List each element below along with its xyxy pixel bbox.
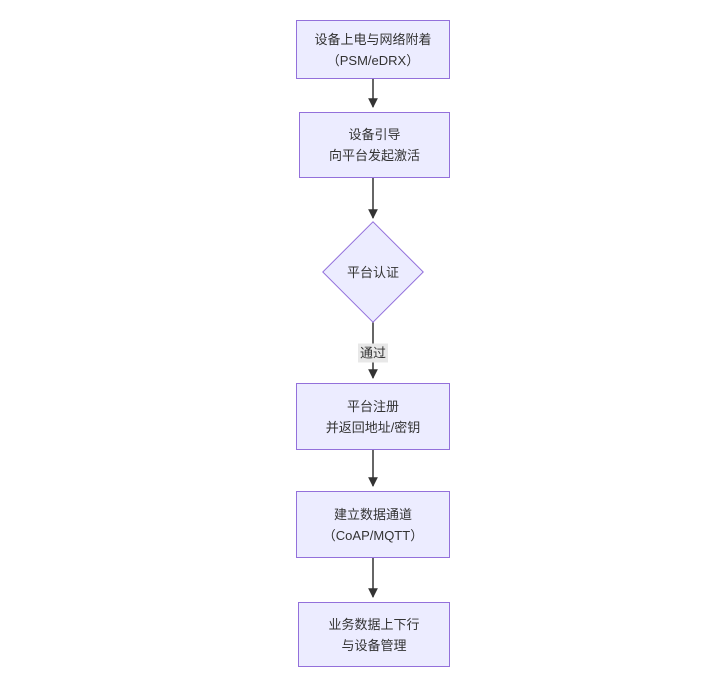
edge-label-pass: 通过 bbox=[357, 343, 389, 363]
node-label-line: 设备上电与网络附着 bbox=[314, 31, 432, 47]
node-label-line: 与设备管理 bbox=[341, 637, 407, 653]
node-business-data: 业务数据上下行 与设备管理 bbox=[298, 602, 450, 667]
decision-platform-auth-label: 平台认证 bbox=[346, 265, 399, 280]
node-label-line: 向平台发起激活 bbox=[328, 148, 420, 163]
node-power-attach: 设备上电与网络附着 （PSM/eDRX） bbox=[296, 20, 450, 79]
node-label-line: 建立数据通道 bbox=[333, 506, 412, 522]
node-data-channel: 建立数据通道 （CoAP/MQTT） bbox=[296, 491, 450, 558]
node-label-line: 并返回地址/密钥 bbox=[325, 419, 421, 435]
node-platform-register: 平台注册 并返回地址/密钥 bbox=[296, 383, 450, 450]
node-label-line: 业务数据上下行 bbox=[328, 616, 420, 632]
node-label-line: 设备引导 bbox=[348, 127, 401, 142]
node-label-line: （PSM/eDRX） bbox=[326, 52, 420, 68]
node-bootstrap: 设备引导 向平台发起激活 bbox=[299, 112, 450, 178]
node-label-line: （CoAP/MQTT） bbox=[322, 527, 424, 543]
node-label-line: 平台注册 bbox=[346, 398, 399, 414]
